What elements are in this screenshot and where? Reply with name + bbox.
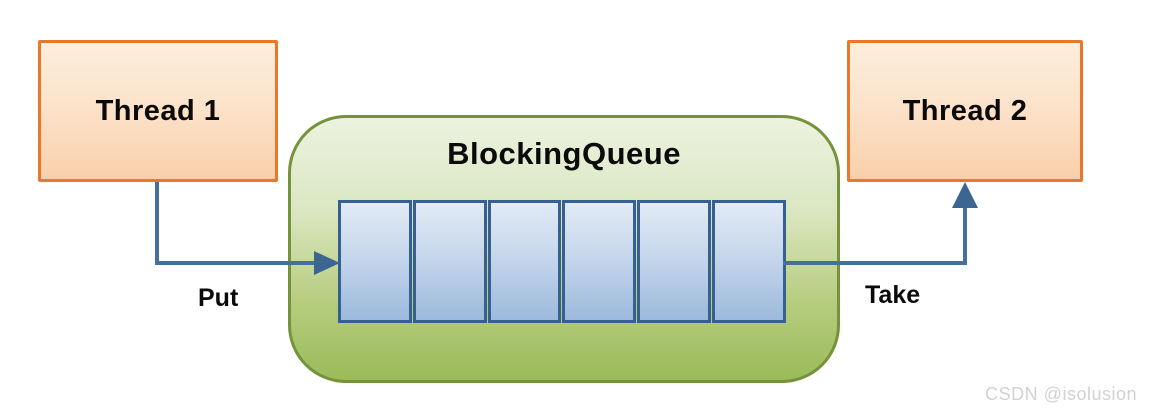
queue-slot xyxy=(562,200,637,323)
take-label: Take xyxy=(865,281,921,309)
thread2-label: Thread 2 xyxy=(902,94,1028,127)
blocking-queue-container: BlockingQueue xyxy=(288,115,840,383)
queue-slot xyxy=(338,200,412,323)
queue-slot xyxy=(712,200,786,323)
queue-slot xyxy=(487,200,562,323)
thread2-box: Thread 2 xyxy=(847,40,1083,182)
queue-slot xyxy=(637,200,712,323)
queue-slots xyxy=(338,200,786,323)
thread1-box: Thread 1 xyxy=(38,40,278,182)
put-label: Put xyxy=(198,284,239,312)
thread1-label: Thread 1 xyxy=(95,94,221,127)
blocking-queue-title: BlockingQueue xyxy=(447,136,681,171)
watermark: CSDN @isolusion xyxy=(985,384,1137,404)
queue-slot xyxy=(412,200,487,323)
